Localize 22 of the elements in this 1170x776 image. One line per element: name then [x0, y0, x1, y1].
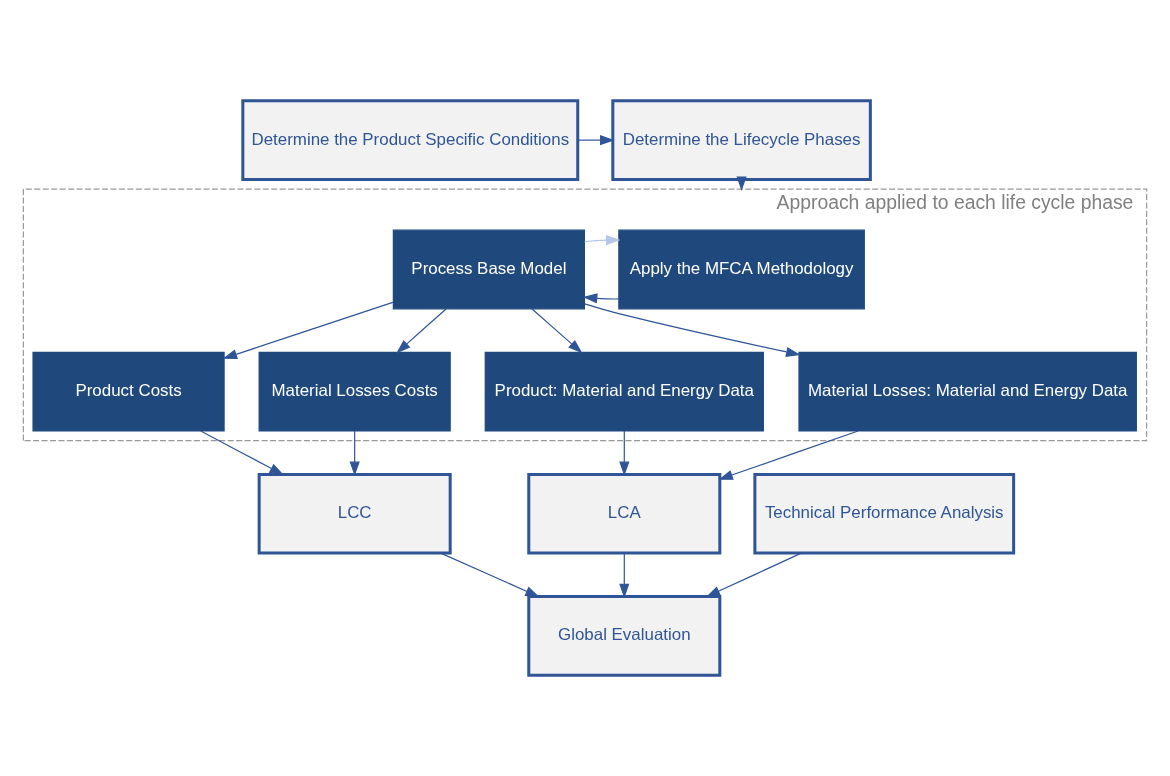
arrow — [222, 301, 394, 360]
arrow — [200, 430, 285, 476]
arrow — [582, 293, 620, 304]
node-box: Determine the Product Specific Conditions — [241, 99, 580, 181]
node-box: Apply the MFCA Methodology — [618, 229, 865, 310]
node-box: Material Losses: Material and Energy Data — [798, 351, 1137, 432]
node-box: Product: Material and Energy Data — [484, 351, 764, 432]
node-box: Process Base Model — [392, 229, 585, 310]
node-box: Technical Performance Analysis — [753, 472, 1016, 555]
node-box: LCC — [257, 472, 452, 555]
arrow — [577, 135, 615, 146]
arrow — [705, 552, 802, 598]
arrow — [440, 552, 540, 598]
arrow — [584, 303, 801, 357]
node-box: Global Evaluation — [527, 595, 722, 677]
node-box: Product Costs — [32, 351, 225, 432]
arrow — [396, 308, 447, 354]
arrow — [531, 308, 583, 354]
arrow — [584, 235, 621, 246]
node-box: LCA — [527, 472, 722, 555]
node-box: Material Losses Costs — [258, 351, 451, 432]
arrow — [718, 430, 859, 480]
